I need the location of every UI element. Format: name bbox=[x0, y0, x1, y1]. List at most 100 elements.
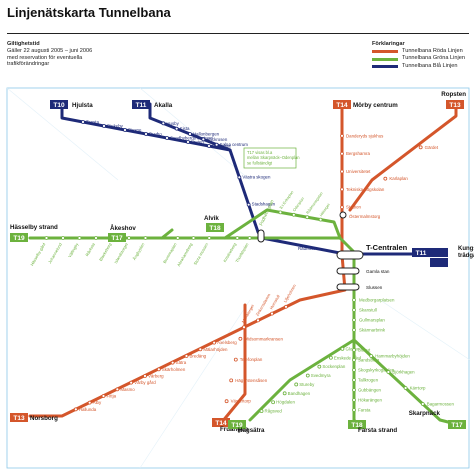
station-dot[interactable] bbox=[318, 217, 323, 222]
terminus-label: Hjulsta bbox=[72, 102, 93, 109]
station-dot[interactable] bbox=[143, 374, 147, 378]
station-dot[interactable] bbox=[294, 382, 299, 387]
station-dot[interactable] bbox=[291, 212, 296, 217]
station-dot[interactable] bbox=[102, 124, 106, 128]
station-dot[interactable] bbox=[328, 355, 333, 360]
station-dot[interactable] bbox=[352, 388, 356, 392]
station-dot[interactable] bbox=[340, 169, 344, 174]
station-dot[interactable] bbox=[340, 205, 344, 210]
station-dot[interactable] bbox=[352, 378, 356, 382]
station-dot[interactable] bbox=[81, 120, 85, 124]
station-dot[interactable] bbox=[256, 318, 260, 323]
station-dot[interactable] bbox=[144, 132, 148, 136]
station-dot[interactable] bbox=[186, 140, 190, 144]
station-dot[interactable] bbox=[403, 386, 408, 390]
hub-slussen-marker[interactable] bbox=[336, 283, 360, 291]
station-dot[interactable] bbox=[237, 175, 242, 180]
station-dot[interactable] bbox=[238, 336, 243, 341]
station-dot[interactable] bbox=[87, 400, 92, 405]
station-dot[interactable] bbox=[156, 367, 161, 372]
station-dot[interactable] bbox=[212, 340, 217, 345]
station-dot[interactable] bbox=[352, 298, 356, 302]
station-dot[interactable] bbox=[369, 354, 374, 358]
station-dot[interactable] bbox=[352, 398, 356, 402]
station-dot[interactable] bbox=[198, 347, 203, 352]
station-dot[interactable] bbox=[340, 187, 344, 192]
station-dot[interactable] bbox=[201, 137, 206, 142]
station-dot[interactable] bbox=[340, 151, 344, 156]
station-dot[interactable] bbox=[233, 357, 238, 362]
station-dot[interactable] bbox=[73, 407, 78, 412]
station-dot[interactable] bbox=[352, 348, 356, 352]
station-dot[interactable] bbox=[340, 346, 345, 351]
station-dot[interactable] bbox=[247, 236, 252, 240]
station-dot[interactable] bbox=[61, 236, 65, 240]
station-dot[interactable] bbox=[77, 236, 82, 240]
hub-ostermalmstorg-marker[interactable] bbox=[339, 211, 347, 219]
station-dot[interactable] bbox=[143, 236, 148, 240]
station-dot[interactable] bbox=[418, 145, 423, 150]
station-dot[interactable] bbox=[259, 409, 264, 414]
station-dot[interactable] bbox=[352, 328, 356, 332]
station-dot[interactable] bbox=[129, 380, 134, 385]
station-dot[interactable] bbox=[352, 408, 356, 412]
station-dot[interactable] bbox=[207, 236, 212, 240]
station-dot[interactable] bbox=[161, 121, 166, 126]
station-dot[interactable] bbox=[352, 358, 356, 362]
station-dot[interactable] bbox=[184, 354, 189, 358]
station-dot[interactable] bbox=[174, 126, 179, 131]
station-dot[interactable] bbox=[352, 318, 356, 322]
station-dot[interactable] bbox=[191, 236, 196, 240]
station-dot[interactable] bbox=[317, 364, 322, 369]
station-dot[interactable] bbox=[115, 387, 120, 392]
station-label: Skanstull bbox=[359, 308, 377, 313]
station-dot[interactable] bbox=[352, 368, 356, 372]
station-label: Skogskyrkogården bbox=[358, 368, 395, 373]
station-dot[interactable] bbox=[235, 236, 240, 240]
station-dot[interactable] bbox=[214, 142, 219, 147]
station-dot[interactable] bbox=[383, 176, 388, 181]
station-dot[interactable] bbox=[386, 370, 391, 374]
station-dot[interactable] bbox=[352, 308, 356, 312]
station-label: Skärholmen bbox=[162, 367, 186, 372]
station-dot[interactable] bbox=[284, 304, 288, 309]
station-dot[interactable] bbox=[282, 391, 287, 396]
station-dot[interactable] bbox=[229, 378, 234, 383]
station-dot[interactable] bbox=[175, 236, 180, 240]
station-dot[interactable] bbox=[170, 360, 175, 365]
station-dot[interactable] bbox=[242, 325, 246, 330]
station-dot[interactable] bbox=[305, 215, 310, 220]
station-dot[interactable] bbox=[127, 236, 131, 240]
station-dot[interactable] bbox=[101, 394, 106, 398]
station-dot[interactable] bbox=[340, 133, 344, 138]
station-dot[interactable] bbox=[278, 210, 283, 215]
hub-fridhemsplan-marker[interactable] bbox=[257, 229, 265, 243]
station-dot[interactable] bbox=[420, 402, 425, 406]
hub-gamlastan-marker[interactable] bbox=[336, 267, 360, 275]
line-badge-t11[interactable]: T11 bbox=[412, 248, 430, 257]
station-dot[interactable] bbox=[246, 202, 251, 207]
station-dot[interactable] bbox=[207, 144, 211, 148]
station-dot[interactable] bbox=[224, 399, 229, 404]
station-dot[interactable] bbox=[123, 128, 127, 132]
station-dot[interactable] bbox=[188, 132, 192, 136]
station-dot[interactable] bbox=[305, 373, 310, 378]
station-dot[interactable] bbox=[94, 236, 98, 240]
station-dot[interactable] bbox=[270, 311, 274, 316]
station-dot[interactable] bbox=[271, 400, 276, 405]
station-dot[interactable] bbox=[165, 136, 169, 140]
station-dot[interactable] bbox=[44, 236, 49, 240]
hub-tcentralen-marker[interactable] bbox=[336, 250, 364, 260]
